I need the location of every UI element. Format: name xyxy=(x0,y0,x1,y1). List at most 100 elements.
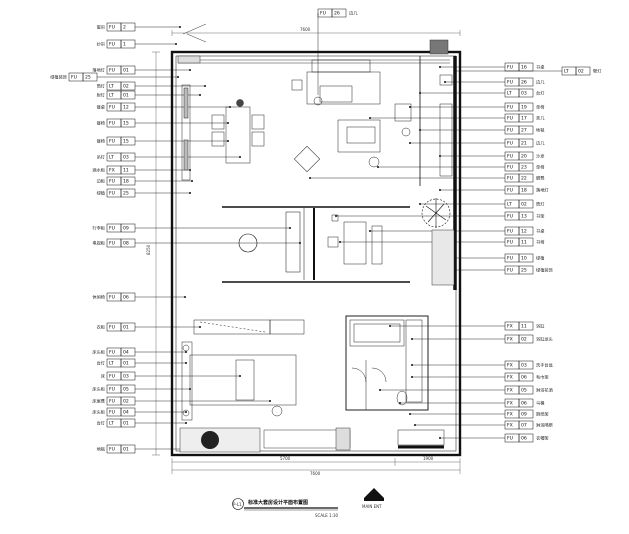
tag-number: 1 xyxy=(123,42,126,48)
tag-number: 15 xyxy=(123,139,129,145)
tag-label: 浴缸龙头 xyxy=(536,336,553,343)
tag-label: 地毯 xyxy=(97,446,106,452)
tag-number: 25 xyxy=(85,75,91,81)
tag-number: 05 xyxy=(521,388,527,394)
plant-icon xyxy=(421,198,451,228)
tag-number: 25 xyxy=(123,191,129,197)
tag-code: FU xyxy=(109,226,115,232)
planter-box xyxy=(431,229,455,286)
tag-label: 床 xyxy=(101,373,106,380)
svg-text:02: 02 xyxy=(578,69,584,75)
dim-top-text: 7600 xyxy=(300,27,311,32)
tag-code: FX xyxy=(507,324,513,330)
svg-text:边几: 边几 xyxy=(349,10,358,17)
tag-code: FU xyxy=(507,141,513,147)
tag-number: 21 xyxy=(521,141,527,147)
window-band xyxy=(177,23,450,64)
tag-code: LT xyxy=(109,361,114,367)
tag-number: 23 xyxy=(521,165,527,171)
tag-number: 02 xyxy=(123,84,129,90)
tag-number: 06 xyxy=(521,436,527,442)
tag-label: 行李柜 xyxy=(92,225,105,232)
tag-label: 餐桌 xyxy=(97,104,106,111)
tag-code: FX xyxy=(507,375,513,381)
tag-number: 07 xyxy=(521,423,527,429)
dim-left-text: 8250 xyxy=(146,244,151,255)
tag-label: 地毯 xyxy=(536,127,545,133)
tag-label: 床头柜 xyxy=(92,386,105,393)
tag-number: 01 xyxy=(123,325,129,331)
dining-set xyxy=(181,84,265,181)
tag-number: 27 xyxy=(521,128,527,134)
tag-label: 浴缸 xyxy=(536,323,545,330)
tag-number: 17 xyxy=(521,116,527,122)
tag-number: 09 xyxy=(123,226,129,232)
tag-label: 筒灯 xyxy=(536,201,545,208)
tag-code: FU xyxy=(109,350,115,356)
tag-code: FU xyxy=(507,80,513,86)
tag-number: 18 xyxy=(521,188,527,194)
tag-code: FU xyxy=(109,42,115,48)
tag-number: 10 xyxy=(521,256,527,262)
tag-code: FX xyxy=(507,401,513,407)
bedroom-rug xyxy=(179,427,351,453)
tag-label: 淋浴隔断 xyxy=(536,422,554,429)
tag-label: 马桶 xyxy=(536,400,544,407)
tag-code: FU xyxy=(109,374,115,380)
tag-code: FU xyxy=(109,410,115,416)
tag-code: FU xyxy=(507,188,513,194)
tag-number: 13 xyxy=(521,214,527,220)
tag-number: 11 xyxy=(521,240,527,246)
tag-label: 床尾凳 xyxy=(92,398,105,405)
tag-label: 洗手台盆 xyxy=(536,362,554,369)
callout-tag: FU 03 床 xyxy=(101,371,241,381)
tag-label: 台灯 xyxy=(97,420,106,427)
tag-number: 18 xyxy=(123,179,129,185)
callout-tag: FU 09 行李柜 xyxy=(92,223,291,233)
tag-label: 台灯 xyxy=(536,90,545,97)
svg-text:壁灯: 壁灯 xyxy=(593,68,602,75)
tag-number: 01 xyxy=(123,93,129,99)
tag-label: 边柜 xyxy=(97,178,105,185)
tag-label: 吊灯 xyxy=(97,154,106,161)
tag-code: FU xyxy=(507,165,513,171)
tag-number: 19 xyxy=(521,105,527,111)
tag-code: FU xyxy=(109,399,115,405)
tag-code: FU xyxy=(109,179,115,185)
tag-label: 单椅 xyxy=(536,104,544,111)
tag-label: 绿植 xyxy=(536,255,544,262)
tag-label: 餐椅 xyxy=(97,138,105,145)
tag-label: 休闲椅 xyxy=(92,294,105,301)
tag-code: FU xyxy=(109,325,115,331)
tag-code: LT xyxy=(507,91,512,97)
tag-code: LT xyxy=(109,421,114,427)
tag-number: 2 xyxy=(123,25,126,31)
tag-code: FU xyxy=(507,116,513,122)
tag-number: 06 xyxy=(123,295,129,301)
tag-number: 15 xyxy=(123,121,129,127)
tag-number: 01 xyxy=(123,361,129,367)
tag-code: FU xyxy=(109,68,115,74)
tag-code: FU xyxy=(109,191,115,197)
tag-number: 03 xyxy=(123,374,129,380)
tag-number: 09 xyxy=(521,412,527,418)
tag-label: 绿植装饰 xyxy=(50,74,67,81)
tag-number: 12 xyxy=(521,229,527,235)
tag-number: 20 xyxy=(521,154,527,160)
